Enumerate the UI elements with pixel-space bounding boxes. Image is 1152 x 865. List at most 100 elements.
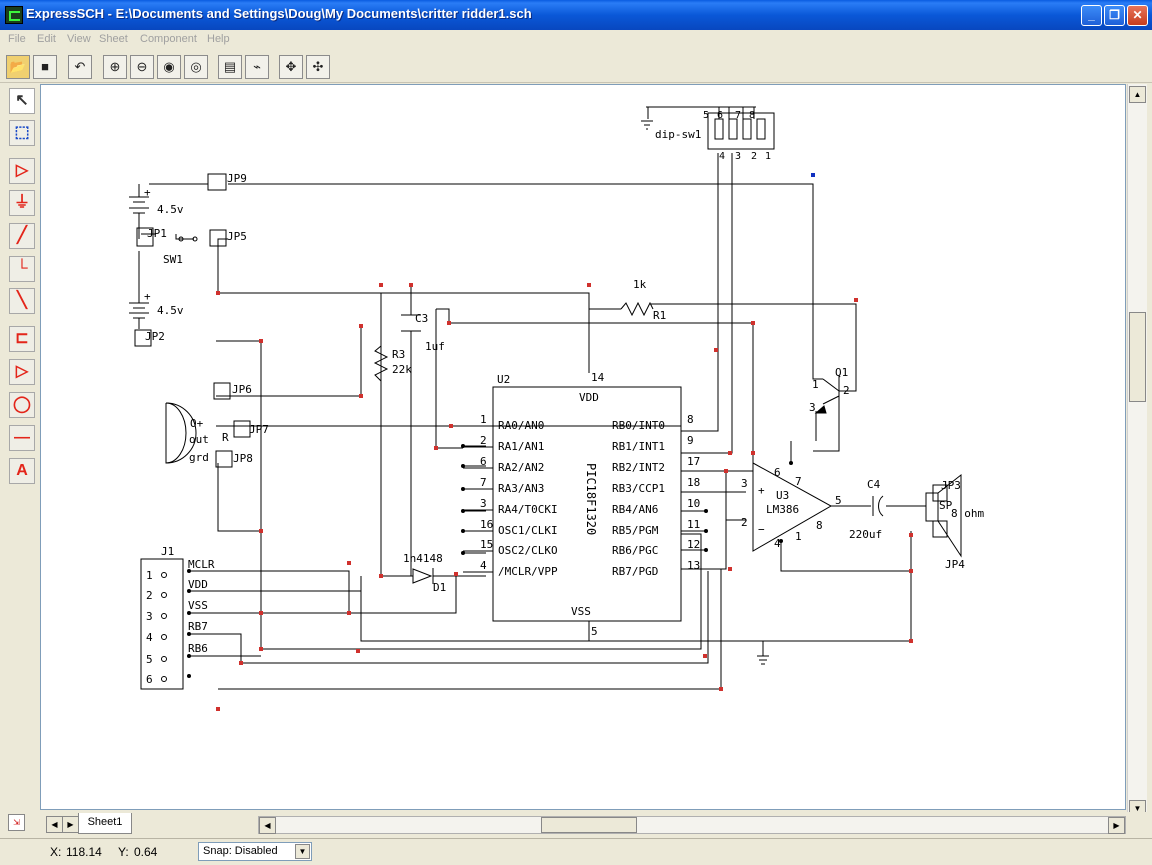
chip-icon[interactable]: ⊏ [9,326,35,352]
bus-icon[interactable]: └ [9,256,35,282]
zoom-out-icon[interactable]: ⊖ [130,55,154,79]
maximize-button[interactable]: ❐ [1104,5,1125,26]
amp-pin-7: 7 [795,475,802,488]
battery-1[interactable]: + 4.5v [129,186,184,229]
speaker[interactable]: JP3 JP4 SP 8 ohm [925,473,984,571]
chip-right-pin-name: RB7/PGD [612,565,658,578]
select-arrow-icon[interactable]: ↖ [9,88,35,114]
resistor-r1[interactable]: 1k R1 [620,278,666,322]
c4-value: 220uf [849,528,882,541]
chip-right-pin-num: 17 [687,455,700,468]
r1-label: R1 [653,309,666,322]
j1-pin-num: 1 [146,569,153,582]
jumpers[interactable]: JP9 JP1 JP5 SW1 JP2 JP6 JP7 JP8 [134,172,269,468]
properties-icon[interactable]: ▤ [218,55,242,79]
pin-icon[interactable]: — [9,425,35,451]
j1-pin-name: VSS [188,599,208,612]
jp3-label: JP3 [941,479,961,492]
battery-2[interactable]: + 4.5v [129,290,184,329]
window-title: ExpressSCH - E:\Documents and Settings\D… [26,6,532,21]
amp-minus: − [758,523,765,536]
jp9-label: JP9 [227,172,247,185]
scroll-right-button[interactable]: ▶ [1108,817,1125,834]
chip-left-pin-num: 3 [480,497,487,510]
chip-right-pin-name: RB2/INT2 [612,461,665,474]
chip-right-pin-num: 9 [687,434,694,447]
snap-dropdown[interactable]: Snap: Disabled ▼ [198,842,312,861]
menu-edit[interactable]: Edit [37,33,56,45]
dip-pin-1: 1 [765,151,771,162]
chip-right-pin-num: 18 [687,476,700,489]
tab-next-button[interactable]: ▶ [62,816,79,833]
app-icon [5,6,23,24]
open-folder-icon[interactable]: 📂 [6,55,30,79]
lm386-amp[interactable]: + − U3 LM386 3 2 5 6 7 1 8 4 [741,462,842,552]
chip-right-pins: 8RB0/INT09RB1/INT117RB2/INT218RB3/CCP110… [612,413,700,578]
undo-icon[interactable]: ↶ [68,55,92,79]
pan-icon[interactable]: ✥ [279,55,303,79]
amp-name: LM386 [766,503,799,516]
menu-sheet[interactable]: Sheet [99,33,128,45]
tab-sheet1[interactable]: Sheet1 [78,813,132,834]
jp8-label: JP8 [233,452,253,465]
save-disk-icon[interactable]: ■ [33,55,57,79]
chip-left-pin-name: /MCLR/VPP [498,565,558,578]
ir-receiver[interactable]: O+ out grd R [165,402,229,464]
tab-prev-button[interactable]: ◀ [46,816,63,833]
c4-label: C4 [867,478,881,491]
chip-vdd: VDD [579,391,599,404]
j1-pin-hole [161,656,167,662]
scroll-left-button[interactable]: ◀ [259,817,276,834]
r3-label: R3 [392,348,405,361]
transistor-q1[interactable]: Q1 1 2 3 [809,366,850,414]
menu-view[interactable]: View [67,33,91,45]
vertical-scroll-thumb[interactable] [1129,312,1146,402]
battery-2-label: 4.5v [157,304,184,317]
j1-pin-name: VDD [188,578,208,591]
wire-icon[interactable]: ╱ [9,223,35,249]
capacitor-c3[interactable]: C3 1uf [401,312,445,353]
snap-toggle-icon[interactable]: ⇲ [8,814,25,831]
netlist-icon[interactable]: ⌁ [245,55,269,79]
close-button[interactable]: ✕ [1127,5,1148,26]
j1-pin-name: RB6 [188,642,208,655]
jp2-label: JP2 [145,330,165,343]
zoom-in-icon[interactable]: ⊕ [103,55,127,79]
menu-help[interactable]: Help [207,33,230,45]
diode-d1[interactable]: 1n4148 D1 [403,552,446,594]
jp6-label: JP6 [232,383,252,396]
title-bar[interactable]: ExpressSCH - E:\Documents and Settings\D… [0,0,1152,30]
dip-switch[interactable]: dip-sw1 5 6 7 8 4 3 2 1 [655,110,775,162]
chevron-down-icon[interactable]: ▼ [295,844,310,859]
pan-all-icon[interactable]: ✣ [306,55,330,79]
j1-pin-num: 5 [146,653,153,666]
horizontal-scrollbar[interactable]: ◀ ▶ [258,816,1126,834]
port-icon[interactable]: ▷ [9,359,35,385]
horizontal-scroll-thumb[interactable] [541,817,637,833]
bus-entry-icon[interactable]: ╲ [9,288,35,314]
chip-ref: U2 [497,373,510,386]
circle-icon[interactable]: ◯ [9,392,35,418]
menu-file[interactable]: File [8,33,26,45]
ir-grd-label: grd [189,451,209,464]
ground-icon[interactable]: ⏚ [9,190,35,216]
chip-right-pin-num: 10 [687,497,700,510]
capacitor-c4[interactable]: C4 220uf [849,478,884,541]
zoom-area-icon[interactable]: ◉ [157,55,181,79]
menu-component[interactable]: Component [140,33,197,45]
resistor-r3[interactable]: R3 22k [373,345,412,382]
vertical-scrollbar[interactable]: ▲ ▼ [1127,84,1147,826]
minimize-button[interactable]: _ [1081,5,1102,26]
scroll-up-button[interactable]: ▲ [1129,86,1146,103]
j1-pin-num: 3 [146,610,153,623]
select-region-icon[interactable]: ⬚ [9,120,35,146]
component-icon[interactable]: ▷ [9,158,35,184]
text-icon[interactable]: A [9,458,35,484]
zoom-fit-icon[interactable]: ◎ [184,55,208,79]
q1-pin-1: 1 [812,378,819,391]
chip-left-pin-num: 1 [480,413,487,426]
